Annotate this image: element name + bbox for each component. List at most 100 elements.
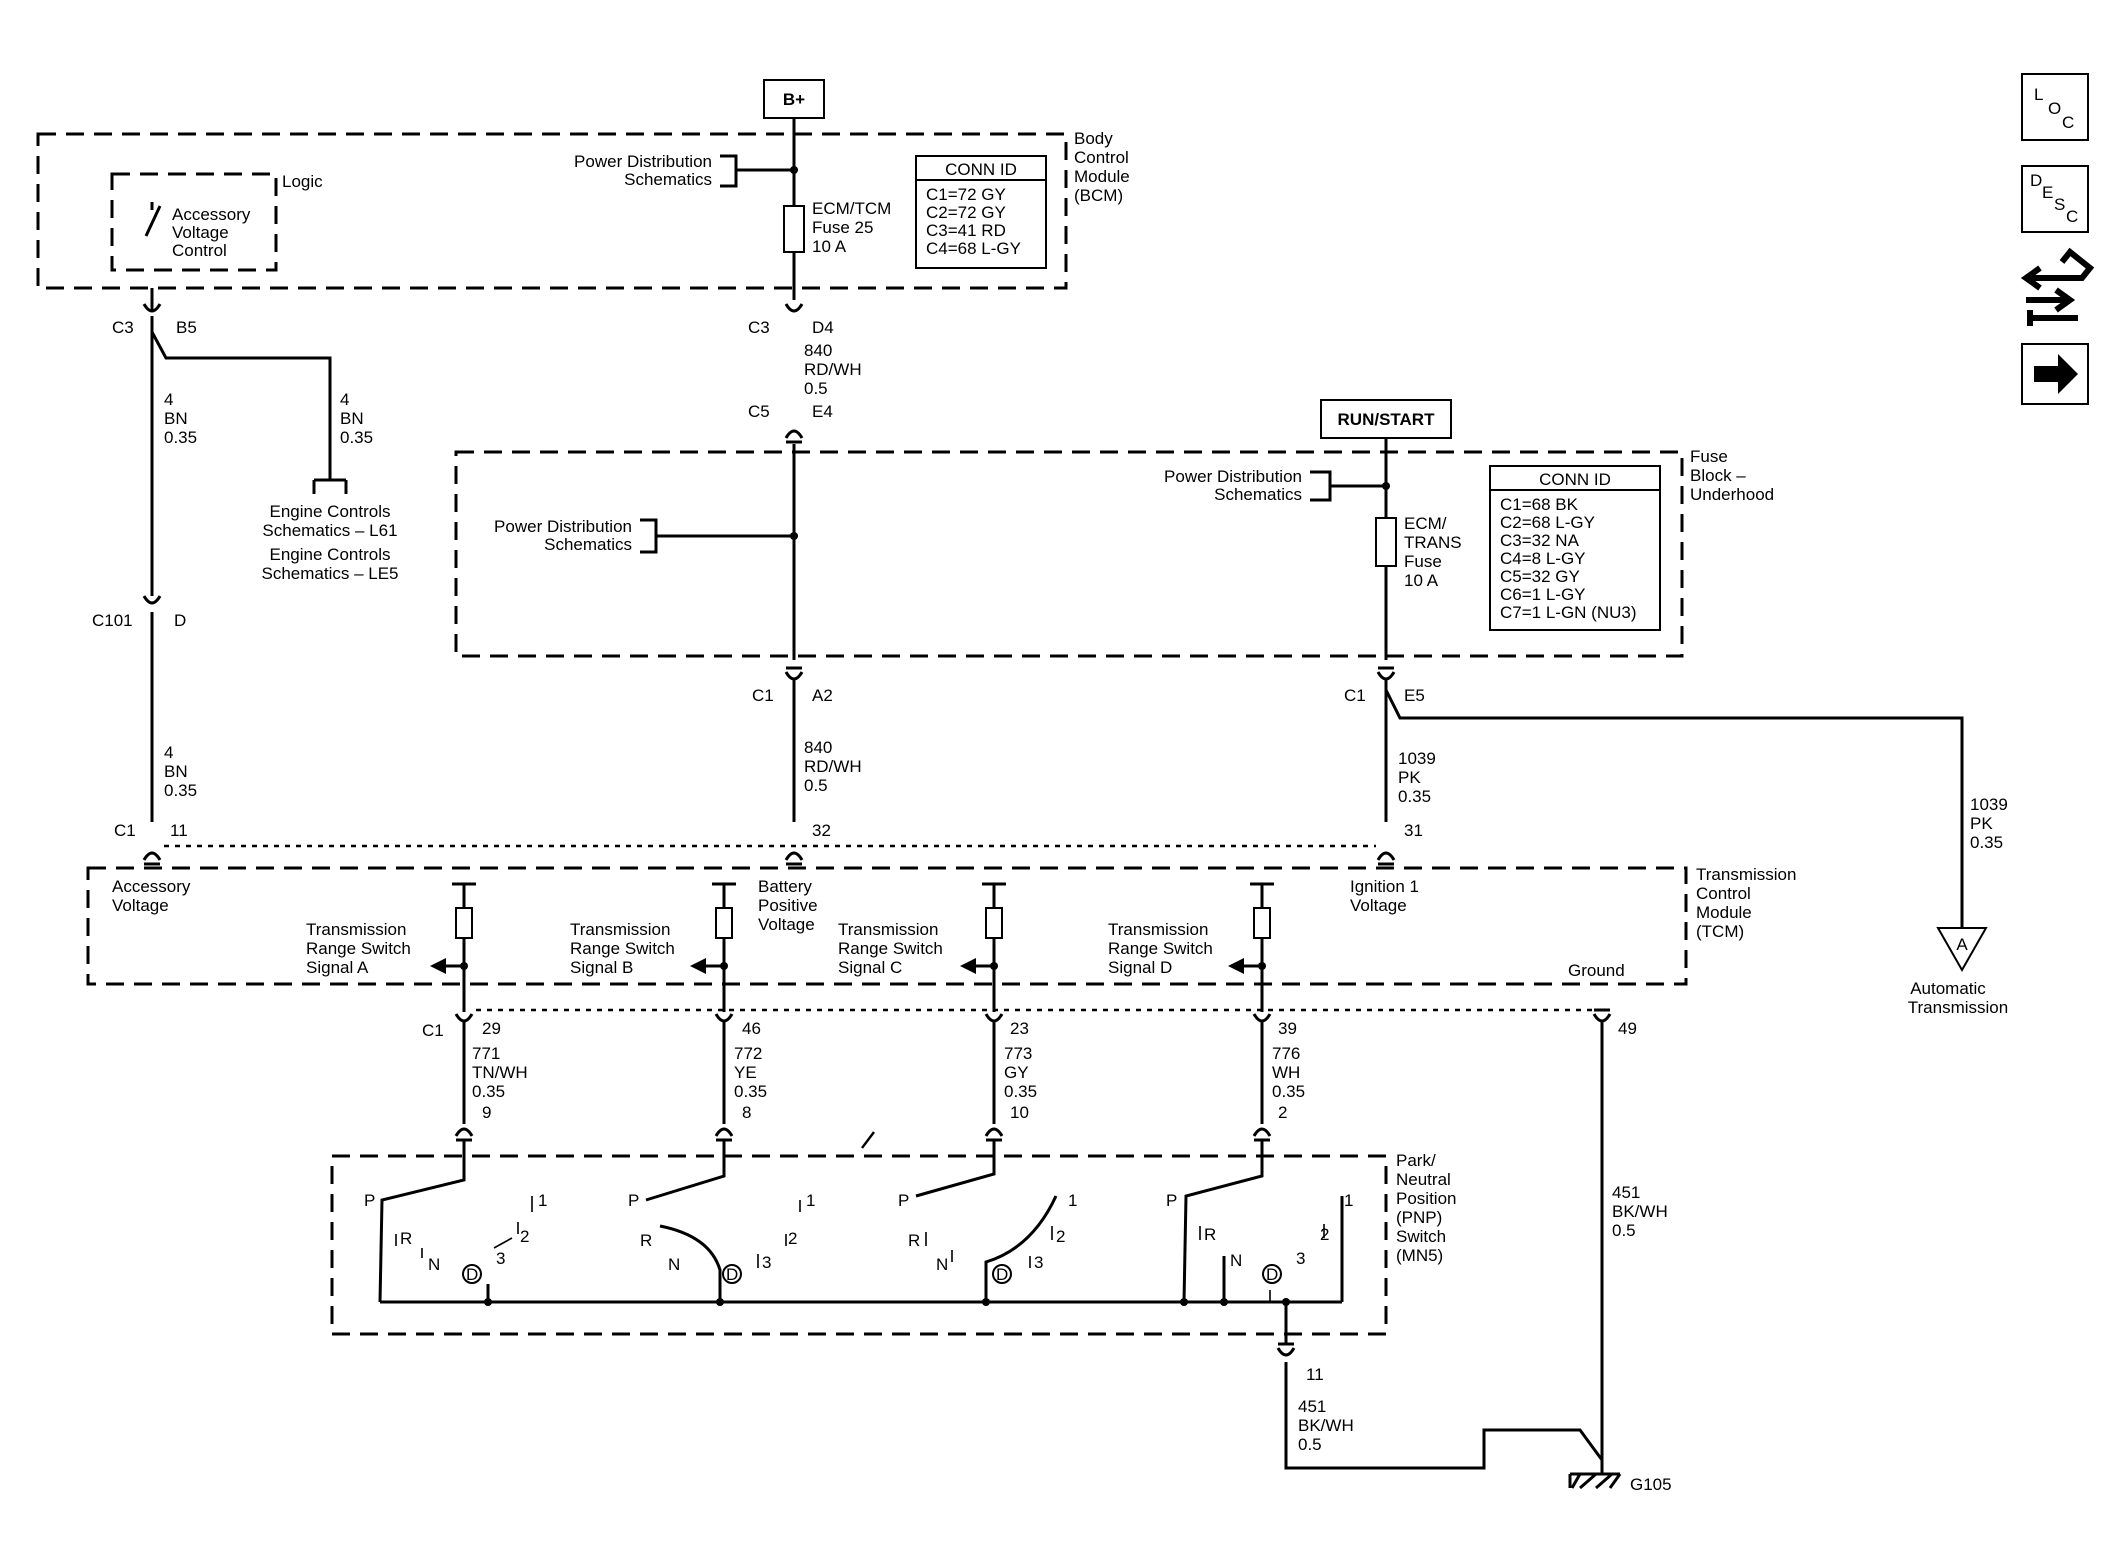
wire-840-lower-circuit: 840 (804, 738, 832, 757)
signal-a-line1: Transmission (306, 920, 406, 939)
svg-text:D: D (1266, 1265, 1278, 1284)
pnp-pin-9-label: 9 (482, 1103, 491, 1122)
pnp-name-line1: Park/ (1396, 1151, 1436, 1170)
wire-4bn-branch-color: BN (340, 409, 364, 428)
bcm-name-line1: Body (1074, 129, 1113, 148)
engine-le5-line2: Schematics – LE5 (261, 564, 398, 583)
wire-1039-left-size: 0.35 (1398, 787, 1431, 806)
description-button[interactable]: D E S C (2021, 165, 2089, 233)
svg-text:2: 2 (1320, 1225, 1329, 1244)
pnp-name-line4: (PNP) (1396, 1208, 1442, 1227)
pin-32-label: 32 (812, 821, 831, 840)
fuse-block-boundary (454, 450, 1684, 658)
wire-451-bottom-size: 0.5 (1298, 1435, 1322, 1454)
wire-1039-right-color: PK (1970, 814, 1993, 833)
accessory-voltage-switch (144, 202, 162, 237)
battery-source-label: B+ (783, 90, 805, 109)
tcm-name-line2: Control (1696, 884, 1751, 903)
tcm-ground-label: Ground (1568, 961, 1625, 980)
automatic-transmission-ref-letter: A (1956, 935, 1968, 954)
wire-1039-left-circuit: 1039 (1398, 749, 1436, 768)
pin-39-label: 39 (1278, 1019, 1297, 1038)
desc-letter-e: E (2042, 183, 2053, 202)
wire-771-size: 0.35 (472, 1082, 505, 1101)
location-button[interactable]: L O C (2021, 73, 2089, 141)
signal-b-circuit (690, 882, 736, 1012)
tcm-battery-line2: Positive (758, 896, 818, 915)
svg-text:C6=1 L-GY: C6=1 L-GY (1500, 585, 1586, 604)
signal-a-circuit (430, 882, 476, 1012)
svg-text:P: P (898, 1191, 909, 1210)
wire-772-size: 0.35 (734, 1082, 767, 1101)
pin-11-label: 11 (170, 821, 188, 840)
loc-letter-l: L (2034, 85, 2043, 104)
ecm-tcm-fuse-25 (783, 205, 805, 253)
svg-text:2: 2 (788, 1229, 797, 1248)
svg-text:N: N (668, 1255, 680, 1274)
tcm-name-line3: Module (1696, 903, 1752, 922)
wire-4bn-lower-color: BN (164, 762, 188, 781)
wire-1039-right-size: 0.35 (1970, 833, 2003, 852)
signal-b-line2: Range Switch (570, 939, 675, 958)
c101-label: C101 (92, 611, 133, 630)
svg-text:C3=32 NA: C3=32 NA (1500, 531, 1580, 550)
svg-text:C4=8 L-GY: C4=8 L-GY (1500, 549, 1586, 568)
svg-text:3: 3 (1296, 1249, 1305, 1268)
g105-label: G105 (1630, 1475, 1672, 1494)
svg-text:1: 1 (538, 1191, 547, 1210)
pin-46-label: 46 (742, 1019, 761, 1038)
wire-4bn-lower-size: 0.35 (164, 781, 197, 800)
desc-letter-c: C (2066, 207, 2078, 226)
ecm-tcm-fuse-line3: 10 A (812, 237, 847, 256)
pnp-pin-10-label: 10 (1010, 1103, 1029, 1122)
fb-power-dist-right-line1: Power Distribution (1164, 467, 1302, 486)
bcm-power-dist-line1: Power Distribution (574, 152, 712, 171)
accessory-control-line1: Accessory (172, 205, 251, 224)
connector-swap-icon[interactable] (2020, 247, 2095, 326)
c1-a2-connector-label: C1 (752, 686, 774, 705)
wire-451-right-color: BK/WH (1612, 1202, 1668, 1221)
pnp-pin-2-label: 2 (1278, 1103, 1287, 1122)
g105-ground-icon (1568, 1472, 1622, 1490)
d4-label: D4 (812, 318, 834, 337)
wire-776-circuit: 776 (1272, 1044, 1300, 1063)
signal-d-line1: Transmission (1108, 920, 1208, 939)
pnp-ground-wire-451 (1284, 1302, 1604, 1470)
signal-a-line2: Range Switch (306, 939, 411, 958)
svg-text:CONN ID: CONN ID (1539, 470, 1611, 489)
svg-text:CONN ID: CONN ID (945, 160, 1017, 179)
bcm-name-line4: (BCM) (1074, 186, 1123, 205)
ecm-tcm-fuse-line2: Fuse 25 (812, 218, 873, 237)
signal-d-line2: Range Switch (1108, 939, 1213, 958)
ecm-trans-fuse-line2: TRANS (1404, 533, 1462, 552)
pin-49-label: 49 (1618, 1019, 1637, 1038)
wire-771-circuit: 771 (472, 1044, 500, 1063)
svg-text:D: D (996, 1265, 1008, 1284)
svg-text:R: R (1204, 1225, 1216, 1244)
svg-text:D: D (726, 1265, 738, 1284)
svg-text:1: 1 (1344, 1191, 1353, 1210)
fuse-block-name-line1: Fuse (1690, 447, 1728, 466)
wire-451-right-size: 0.5 (1612, 1221, 1636, 1240)
svg-text:P: P (364, 1191, 375, 1210)
e5-label: E5 (1404, 686, 1425, 705)
pnp-switch-a: P R N D 3 2 1 (364, 1140, 547, 1306)
b5-label: B5 (176, 318, 197, 337)
pin-23-label: 23 (1010, 1019, 1029, 1038)
pnp-switch-d: P R N D 3 2 1 (1166, 1140, 1353, 1306)
signal-d-line3: Signal D (1108, 958, 1172, 977)
svg-text:C1=68 BK: C1=68 BK (1500, 495, 1579, 514)
fb-power-dist-right-line2: Schematics (1214, 485, 1302, 504)
tcm-battery-line3: Voltage (758, 915, 815, 934)
signal-c-line1: Transmission (838, 920, 938, 939)
fb-power-dist-left-line1: Power Distribution (494, 517, 632, 536)
fuse-block-conn-id-table: CONN ID C1=68 BK C2=68 L-GY C3=32 NA C4=… (1489, 465, 1661, 631)
wire-4bn-left-size: 0.35 (164, 428, 197, 447)
wire-776-size: 0.35 (1272, 1082, 1305, 1101)
wire-1039-right-circuit: 1039 (1970, 795, 2008, 814)
wire-451-bottom-circuit: 451 (1298, 1397, 1326, 1416)
next-page-button[interactable] (2021, 343, 2089, 405)
svg-text:3: 3 (762, 1253, 771, 1272)
c1-e5-connector-label: C1 (1344, 686, 1366, 705)
ecm-trans-fuse (1375, 517, 1397, 567)
